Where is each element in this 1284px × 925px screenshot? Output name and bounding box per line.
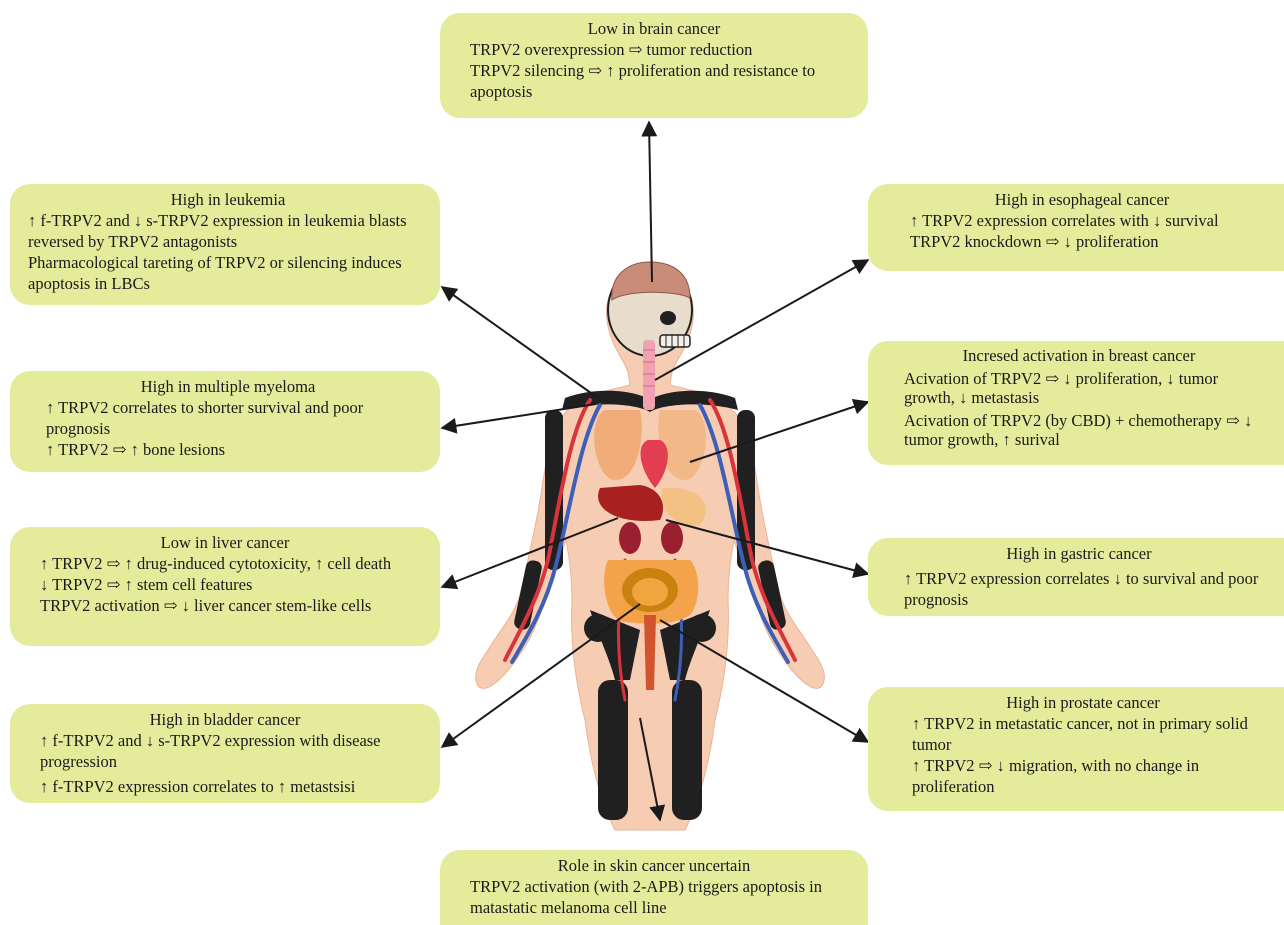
box-title: Low in brain cancer	[452, 18, 856, 39]
gastric-cancer-box: High in gastric cancer ↑ TRPV2 expressio…	[868, 538, 1284, 616]
bladder-cancer-box: High in bladder cancer ↑ f-TRPV2 and ↓ s…	[10, 704, 440, 803]
right-kidney	[661, 522, 683, 554]
box-line: ↑ TRPV2 ⇨ ↓ migration, with no change in…	[912, 755, 1272, 797]
box-line: ↓ TRPV2 ⇨ ↑ stem cell features	[40, 574, 428, 595]
skin-cancer-box: Role in skin cancer uncertain TRPV2 acti…	[440, 850, 868, 925]
box-title: High in esophageal cancer	[892, 189, 1272, 210]
leukemia-box: High in leukemia ↑ f-TRPV2 and ↓ s-TRPV2…	[10, 184, 440, 305]
brain-cancer-box: Low in brain cancer TRPV2 overexpression…	[440, 13, 868, 118]
box-title: High in prostate cancer	[894, 692, 1272, 713]
esophageal-cancer-box: High in esophageal cancer ↑ TRPV2 expres…	[868, 184, 1284, 271]
box-line: ↑ f-TRPV2 and ↓ s-TRPV2 expression in le…	[28, 210, 428, 252]
box-line: ↑ TRPV2 expression correlates ↓ to survi…	[904, 568, 1272, 610]
box-line: TRPV2 activation (with 2-APB) triggers a…	[470, 876, 856, 918]
box-title: High in gastric cancer	[886, 543, 1272, 564]
left-kidney	[619, 522, 641, 554]
box-line: TRPV2 silencing ⇨ ↑ proliferation and re…	[470, 60, 856, 102]
box-line: ↑ f-TRPV2 expression correlates to ↑ met…	[40, 776, 428, 797]
box-line: ↑ TRPV2 ⇨ ↑ drug-induced cytotoxicity, ↑…	[40, 553, 428, 574]
box-title: High in multiple myeloma	[28, 376, 428, 397]
breast-cancer-box: Incresed activation in breast cancer Aci…	[868, 341, 1284, 465]
prostate-cancer-box: High in prostate cancer ↑ TRPV2 in metas…	[868, 687, 1284, 811]
box-line: Acivation of TRPV2 ⇨ ↓ proliferation, ↓ …	[904, 369, 1272, 407]
box-line: ↑ TRPV2 expression correlates with ↓ sur…	[910, 210, 1272, 231]
spine	[643, 340, 655, 410]
box-title: High in bladder cancer	[22, 709, 428, 730]
box-line: ↑ TRPV2 correlates to shorter survival a…	[46, 397, 428, 439]
box-line: TRPV2 knockdown ⇨ ↓ proliferation	[910, 231, 1272, 252]
multiple-myeloma-box: High in multiple myeloma ↑ TRPV2 correla…	[10, 371, 440, 472]
box-line: TRPV2 overexpression ⇨ tumor reduction	[470, 39, 856, 60]
box-line: ↑ TRPV2 in metastatic cancer, not in pri…	[912, 713, 1272, 755]
urethra	[644, 615, 656, 690]
liver-cancer-box: Low in liver cancer ↑ TRPV2 ⇨ ↑ drug-ind…	[10, 527, 440, 646]
box-title: Low in liver cancer	[22, 532, 428, 553]
box-line: Pharmacological tareting of TRPV2 or sil…	[28, 252, 428, 294]
box-title: Incresed activation in breast cancer	[886, 346, 1272, 365]
box-line: ↑ f-TRPV2 and ↓ s-TRPV2 expression with …	[40, 730, 428, 772]
box-line: TRPV2 activation ⇨ ↓ liver cancer stem-l…	[40, 595, 428, 616]
box-line: Acivation of TRPV2 (by CBD) + chemothera…	[904, 411, 1272, 449]
box-line: ↑ TRPV2 ⇨ ↑ bone lesions	[46, 439, 428, 460]
box-title: High in leukemia	[28, 189, 428, 210]
box-title: Role in skin cancer uncertain	[452, 855, 856, 876]
